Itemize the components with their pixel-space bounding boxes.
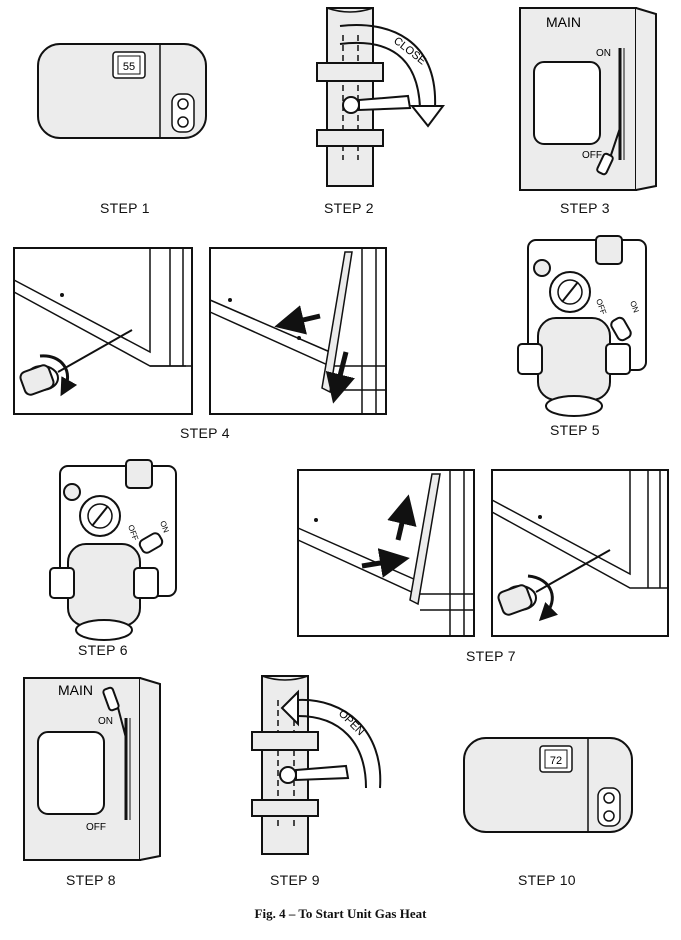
switch-on-label: ON [596,48,611,59]
switch-off-label-step8: OFF [86,822,106,833]
thermostat-step10: 72 [463,737,633,833]
access-panel-step7b [491,469,669,637]
switch-title-step8: MAIN [58,682,93,698]
step-7-label: STEP 7 [466,648,516,664]
access-panel-step4a [13,247,193,415]
access-panel-step7a [297,469,475,637]
gas-knob-on-label-step6: ON [158,520,171,535]
manual-valve-step9: OPEN [251,675,382,855]
step-5-label: STEP 5 [550,422,600,438]
thermostat-step1: 55 [37,43,207,139]
step-6-label: STEP 6 [78,642,128,658]
step-8-label: STEP 8 [66,872,116,888]
step-4-label: STEP 4 [180,425,230,441]
step-1-label: STEP 1 [100,200,150,216]
thermostat-display-72: 72 [550,755,562,767]
main-switch-step3: MAIN ON OFF [519,7,657,191]
switch-off-label: OFF [582,150,602,161]
step-2-label: STEP 2 [324,200,374,216]
gas-knob-on-label-step5: ON [628,300,641,315]
manual-valve-step2: CLOSE [316,7,445,187]
gas-valve-step6: OFF ON [49,459,177,641]
figure-caption: Fig. 4 – To Start Unit Gas Heat [254,906,427,921]
gas-valve-step5: OFF ON [517,235,647,417]
thermostat-display-55: 55 [123,61,135,73]
access-panel-step4b [209,247,387,415]
step-9-label: STEP 9 [270,872,320,888]
step-3-label: STEP 3 [560,200,610,216]
switch-title: MAIN [546,14,581,30]
switch-on-label-step8: ON [98,716,113,727]
step-10-label: STEP 10 [518,872,576,888]
open-arrow-label: OPEN [336,708,367,739]
main-switch-step8: MAIN ON OFF [23,677,161,861]
